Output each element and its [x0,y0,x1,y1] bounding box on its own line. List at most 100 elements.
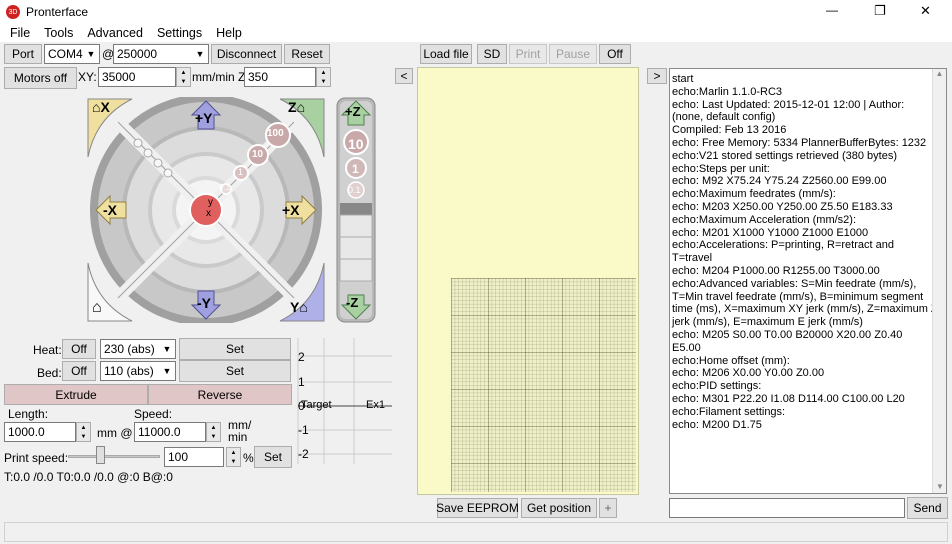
at-label: @ [102,47,115,61]
pause-button[interactable]: Pause [549,44,597,64]
heat-off-button[interactable]: Off [62,339,96,359]
console-line: echo: M206 X0.00 Y0.00 Z0.00 [672,367,825,380]
maximize-icon[interactable]: ❐ [874,3,886,18]
motors-off-button[interactable]: Motors off [4,67,77,89]
menu-advanced[interactable]: Advanced [87,26,143,40]
jog-minus-y-button[interactable]: -Y [197,295,211,311]
add-button[interactable]: + [599,498,617,518]
xy-feedrate-input[interactable]: 35000 [98,67,176,87]
length-spinner[interactable]: ▲▼ [76,422,91,442]
jog-plus-x-button[interactable]: +X [282,202,300,218]
z-feedrate-input[interactable]: 350 [244,67,316,87]
z-feedrate-value: 350 [248,70,269,84]
console-line: T=Min travel feedrate (mm/s), B=minimum … [672,290,924,303]
bed-set-button[interactable]: Set [179,360,291,382]
xy-label: XY: [78,70,97,84]
baud-value: 250000 [117,47,158,61]
extrude-button[interactable]: Extrude [4,384,148,405]
console-line: echo:Marlin 1.1.0-RC3 [672,85,783,98]
off-button[interactable]: Off [599,44,631,64]
temperature-graph [294,338,392,464]
command-input[interactable] [669,498,905,518]
home-y-icon[interactable]: Y⌂ [290,299,308,315]
xy-feedrate-spinner[interactable]: ▲▼ [176,67,191,87]
print-speed-spinner[interactable]: ▲▼ [226,447,241,467]
expand-right-button[interactable]: > [647,68,667,84]
heat-set-button[interactable]: Set [179,338,291,360]
step-1-label[interactable]: 1 [238,167,244,177]
minimize-icon[interactable]: — [826,3,838,17]
print-speed-set-button[interactable]: Set [254,446,292,468]
chevron-down-icon: ▼ [159,362,175,380]
mm-min-label: mm/ min [228,418,252,444]
bed-temp-combo[interactable]: 110 (abs) ▼ [100,361,176,381]
graph-ex1-legend: Ex1 [366,399,385,411]
title-bar [0,0,952,24]
send-button[interactable]: Send [907,497,948,519]
console-scrollbar[interactable]: ▲ ▼ [932,69,946,493]
disconnect-button[interactable]: Disconnect [211,44,282,64]
console-line: echo: M301 P22.20 I1.08 D114.00 C100.00 … [672,392,905,405]
jog-minus-z-button[interactable]: -Z [346,295,359,310]
console-line: echo: Free Memory: 5334 PlannerBufferByt… [672,136,927,149]
heat-temp-value: 230 (abs) [104,342,155,356]
print-button[interactable]: Print [509,44,547,64]
load-file-button[interactable]: Load file [420,44,472,64]
console-line: echo: M200 D1.75 [672,418,762,431]
step-10-label[interactable]: 10 [252,149,264,160]
z-jog-control[interactable] [336,97,376,323]
collapse-left-button[interactable]: < [395,68,413,84]
scroll-down-icon[interactable]: ▼ [936,482,944,491]
heat-label: Heat: [33,343,62,357]
z-step-01-label[interactable]: 0.1 [348,185,361,195]
reset-button[interactable]: Reset [284,44,330,64]
length-input[interactable]: 1000.0 [4,422,76,442]
get-position-button[interactable]: Get position [521,498,597,518]
menu-tools[interactable]: Tools [44,26,74,40]
print-speed-input[interactable]: 100 [164,447,224,467]
close-icon[interactable]: ✕ [920,3,931,18]
console-line: start [672,73,694,85]
jog-plus-z-button[interactable]: +Z [345,104,361,119]
port-button[interactable]: Port [4,44,42,64]
baud-combo[interactable]: 250000▼ [113,44,209,64]
speed-input[interactable]: 11000.0 [134,422,206,442]
home-all-icon[interactable]: ⌂ [92,299,102,316]
console-line: echo:Steps per unit: [672,162,770,175]
menu-help[interactable]: Help [216,26,242,40]
heat-temp-combo[interactable]: 230 (abs) ▼ [100,339,176,359]
xy-jog-control[interactable] [86,97,326,323]
jog-minus-x-button[interactable]: -X [103,202,117,218]
scroll-up-icon[interactable]: ▲ [935,69,944,78]
step-100-label[interactable]: 100 [267,128,284,139]
print-speed-slider-track[interactable] [68,455,160,458]
xy-feedrate-value: 35000 [102,70,136,84]
print-speed-slider-thumb[interactable] [96,446,105,464]
speed-spinner[interactable]: ▲▼ [206,422,221,442]
graph-target-legend: Target [301,399,332,411]
z-feedrate-spinner[interactable]: ▲▼ [316,67,331,87]
console-line: echo: M204 P1000.00 R1255.00 T3000.00 [672,264,880,277]
reverse-button[interactable]: Reverse [148,384,292,405]
port-combo[interactable]: COM4▼ [44,44,100,64]
step-01-label[interactable]: 0.1 [219,183,231,192]
menu-settings[interactable]: Settings [156,26,203,40]
save-eeprom-button[interactable]: Save EEPROM [436,498,519,518]
sd-button[interactable]: SD [477,44,507,64]
jog-plus-y-button[interactable]: +Y [195,110,213,126]
z-step-10-label[interactable]: 10 [348,136,364,152]
console-line: echo: M92 X75.24 Y75.24 Z2560.00 E99.00 [672,175,887,188]
home-z-icon[interactable]: Z⌂ [288,99,306,115]
console-line: (none, default config) [672,111,776,124]
menu-file[interactable]: File [10,26,31,40]
z-step-1-label[interactable]: 1 [352,162,359,176]
home-x-icon[interactable]: ⌂X [92,99,110,115]
console-line: echo: M205 S0.00 T0.00 B20000 X20.00 Z0.… [672,328,903,341]
graph-tick-minus-2: -2 [298,447,309,461]
chevron-down-icon: ▼ [159,340,175,358]
bed-off-button[interactable]: Off [62,361,96,381]
bed-temp-value: 110 (abs) [104,364,154,378]
temperature-status-line: T:0.0 /0.0 T0:0.0 /0.0 @:0 B@:0 [4,470,173,484]
console-line: echo: M201 X1000 Y1000 Z1000 E1000 [672,226,869,239]
